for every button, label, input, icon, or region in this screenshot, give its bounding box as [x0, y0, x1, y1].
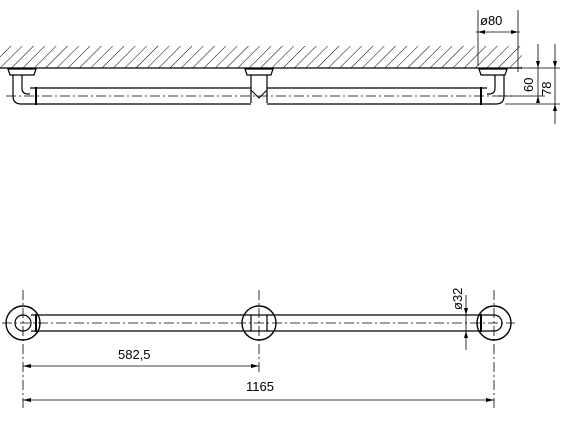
projection-dimensions: 60 78	[498, 44, 560, 124]
flange-diameter-label: ø80	[480, 13, 502, 28]
half-length-dimension: 582,5	[23, 347, 259, 368]
top-view: ø80 60 78	[0, 10, 560, 124]
overall-length-dimension: 1165	[23, 379, 494, 402]
middle-flange	[244, 68, 274, 103]
projection-axis-label: 60	[521, 78, 536, 92]
right-flange	[478, 68, 508, 105]
rail-side	[30, 87, 487, 105]
wall-hatching	[0, 46, 522, 68]
rail-front	[31, 314, 486, 332]
overall-length-label: 1165	[246, 379, 274, 394]
projection-total-label: 78	[539, 82, 554, 96]
flange-diameter-dimension: ø80	[476, 10, 520, 72]
rail-diameter-label: ø32	[450, 288, 465, 310]
rail-diameter-dimension: ø32	[450, 288, 478, 350]
front-view: ø32 582,5 1165	[2, 288, 515, 408]
left-flange	[7, 68, 37, 105]
half-length-label: 582,5	[118, 347, 151, 362]
